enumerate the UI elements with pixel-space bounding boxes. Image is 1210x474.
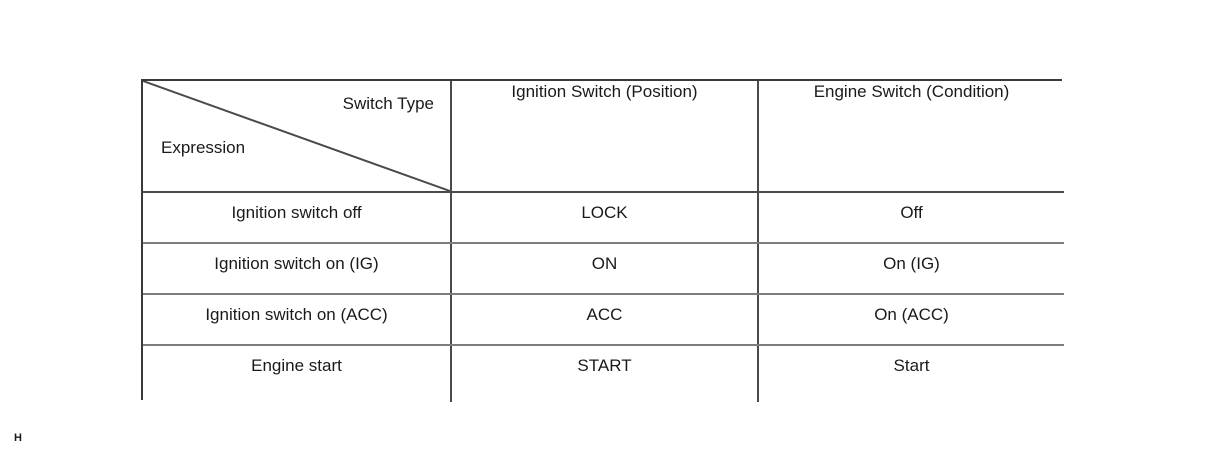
cell-expression: Ignition switch off [143, 192, 452, 244]
cell-ignition-switch-position: LOCK [451, 192, 759, 244]
row-axis-label: Expression [161, 138, 246, 157]
cell-expression: Ignition switch on (IG) [143, 243, 452, 295]
cell-ignition-switch-position: ON [451, 243, 759, 295]
table-row: Ignition switch on (ACC) ACC On (ACC) [143, 294, 1064, 346]
table-row: Engine start START Start [143, 345, 1064, 402]
comparison-table: Switch Type Expression Ignition Switch (… [143, 81, 1064, 402]
column-axis-label: Switch Type [342, 94, 434, 113]
cell-engine-switch-condition: On (ACC) [758, 294, 1064, 346]
column-header-ignition-switch-position: Ignition Switch (Position) [451, 81, 759, 193]
page-footer-mark: H [14, 432, 23, 444]
cell-ignition-switch-position: START [451, 345, 759, 402]
cell-expression: Engine start [143, 345, 452, 402]
diagonal-divider-icon [143, 81, 450, 191]
switch-type-expression-table: Switch Type Expression Ignition Switch (… [141, 79, 1064, 402]
column-header-engine-switch-condition: Engine Switch (Condition) [758, 81, 1064, 193]
cell-engine-switch-condition: Start [758, 345, 1064, 402]
table-header-row: Switch Type Expression Ignition Switch (… [143, 81, 1064, 193]
cell-engine-switch-condition: On (IG) [758, 243, 1064, 295]
table-row: Ignition switch off LOCK Off [143, 192, 1064, 244]
header-corner-cell: Switch Type Expression [143, 81, 452, 193]
cell-expression: Ignition switch on (ACC) [143, 294, 452, 346]
table-row: Ignition switch on (IG) ON On (IG) [143, 243, 1064, 295]
cell-engine-switch-condition: Off [758, 192, 1064, 244]
cell-ignition-switch-position: ACC [451, 294, 759, 346]
